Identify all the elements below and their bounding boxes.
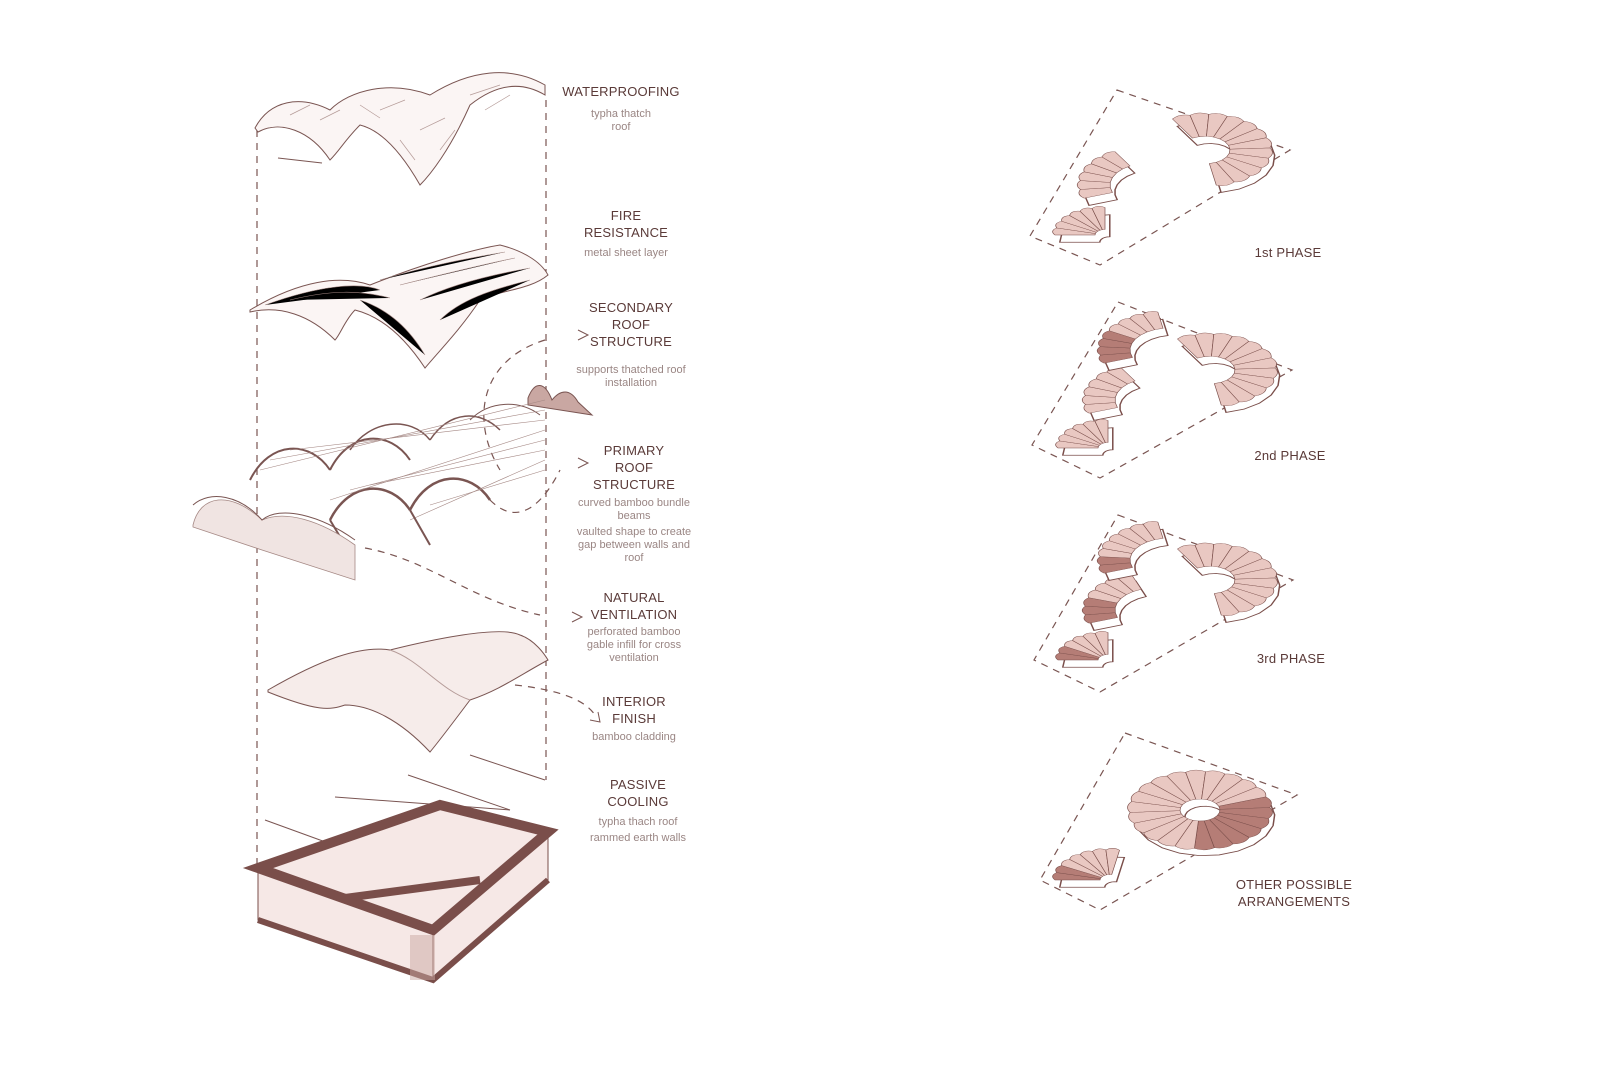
layer-title: INTERIOR: [602, 694, 666, 709]
layer-description: beams: [617, 510, 651, 522]
layer-description: gap between walls and: [578, 539, 690, 551]
fan-module: [1055, 631, 1114, 668]
fan-module: [1081, 573, 1148, 631]
fan-module: [1096, 521, 1169, 581]
arrow-icon: [577, 457, 590, 469]
fan-module: [1055, 419, 1114, 456]
leader-interior: [514, 684, 596, 716]
fan-module: [1052, 206, 1111, 243]
fan-module: [1177, 332, 1281, 413]
fire-resistance-layer-drawing: [249, 244, 549, 369]
layer-description: supports thatched roof: [576, 364, 686, 376]
interior-finish-drawing: [267, 631, 549, 753]
fan-module: [1096, 311, 1169, 371]
layer-label-waterproofing: WATERPROOFING typha thatch roof: [562, 84, 679, 133]
phase-label: 1st PHASE: [1255, 245, 1322, 260]
fan-module: [1076, 151, 1136, 206]
layer-title: RESISTANCE: [584, 225, 668, 240]
layer-description: bamboo cladding: [592, 731, 676, 743]
layer-title: COOLING: [607, 794, 668, 809]
phase-2-plan: [1031, 301, 1294, 479]
arrow-icon: [571, 611, 584, 623]
layer-title: ROOF: [612, 317, 650, 332]
ventilation-gable-drawing: [192, 496, 356, 581]
layer-description: roof: [625, 552, 645, 564]
walls-drawing: [242, 754, 559, 984]
layer-title: ROOF: [615, 460, 653, 475]
layer-description: curved bamboo bundle: [578, 497, 690, 509]
layer-title: VENTILATION: [591, 607, 677, 622]
layer-title: NATURAL: [603, 590, 664, 605]
layer-description: typha thach roof: [599, 816, 679, 828]
layer-description: installation: [605, 377, 657, 389]
phase-3-plan: [1033, 514, 1295, 693]
other-arrangement-plan: [1039, 732, 1299, 911]
fan-module: [1081, 366, 1141, 421]
secondary-structure-detail: [527, 385, 594, 416]
layer-title: PASSIVE: [610, 777, 666, 792]
layer-title: WATERPROOFING: [562, 84, 679, 99]
leader-ventilation: [364, 547, 541, 616]
phase-1-plan: [1029, 89, 1292, 266]
layer-description: perforated bamboo: [588, 626, 681, 638]
phase-label: OTHER POSSIBLE: [1236, 877, 1352, 892]
layer-label-passive-cooling: PASSIVE COOLING typha thach roof rammed …: [590, 777, 686, 844]
layer-label-primary-structure: PRIMARY ROOF STRUCTURE curved bamboo bun…: [577, 443, 691, 564]
layer-title: FIRE: [611, 208, 642, 223]
layer-title: SECONDARY: [589, 300, 673, 315]
layer-title: FINISH: [612, 711, 656, 726]
layer-description: roof: [612, 121, 632, 133]
phase-label: 2nd PHASE: [1254, 448, 1325, 463]
leader-secondary: [483, 339, 546, 471]
layer-label-secondary-structure: SECONDARY ROOF STRUCTURE supports thatch…: [576, 300, 686, 389]
arrow-icon: [577, 329, 590, 341]
layer-title: STRUCTURE: [590, 334, 672, 349]
layer-description: rammed earth walls: [590, 832, 686, 844]
layer-description: ventilation: [609, 652, 659, 664]
layer-label-interior-finish: INTERIOR FINISH bamboo cladding: [592, 694, 676, 743]
layer-description: metal sheet layer: [584, 247, 668, 259]
layer-title: PRIMARY: [604, 443, 665, 458]
arrow-icon: [589, 711, 601, 723]
fan-module: [1177, 542, 1281, 623]
layer-description: vaulted shape to create: [577, 526, 691, 538]
leader-primary: [489, 469, 561, 513]
fan-module: [1127, 769, 1276, 857]
layer-description: gable infill for cross: [587, 639, 682, 651]
phase-label: ARRANGEMENTS: [1238, 894, 1350, 909]
waterproofing-layer-drawing: [254, 72, 546, 186]
layer-label-natural-ventilation: NATURAL VENTILATION perforated bamboo ga…: [587, 590, 682, 664]
primary-structure-drawing: [249, 399, 546, 546]
phase-label: 3rd PHASE: [1257, 651, 1325, 666]
layer-description: typha thatch: [591, 108, 651, 120]
layer-title: STRUCTURE: [593, 477, 675, 492]
layer-label-fire-resistance: FIRE RESISTANCE metal sheet layer: [584, 208, 668, 259]
fan-module: [1052, 848, 1126, 888]
fan-module: [1172, 112, 1276, 193]
